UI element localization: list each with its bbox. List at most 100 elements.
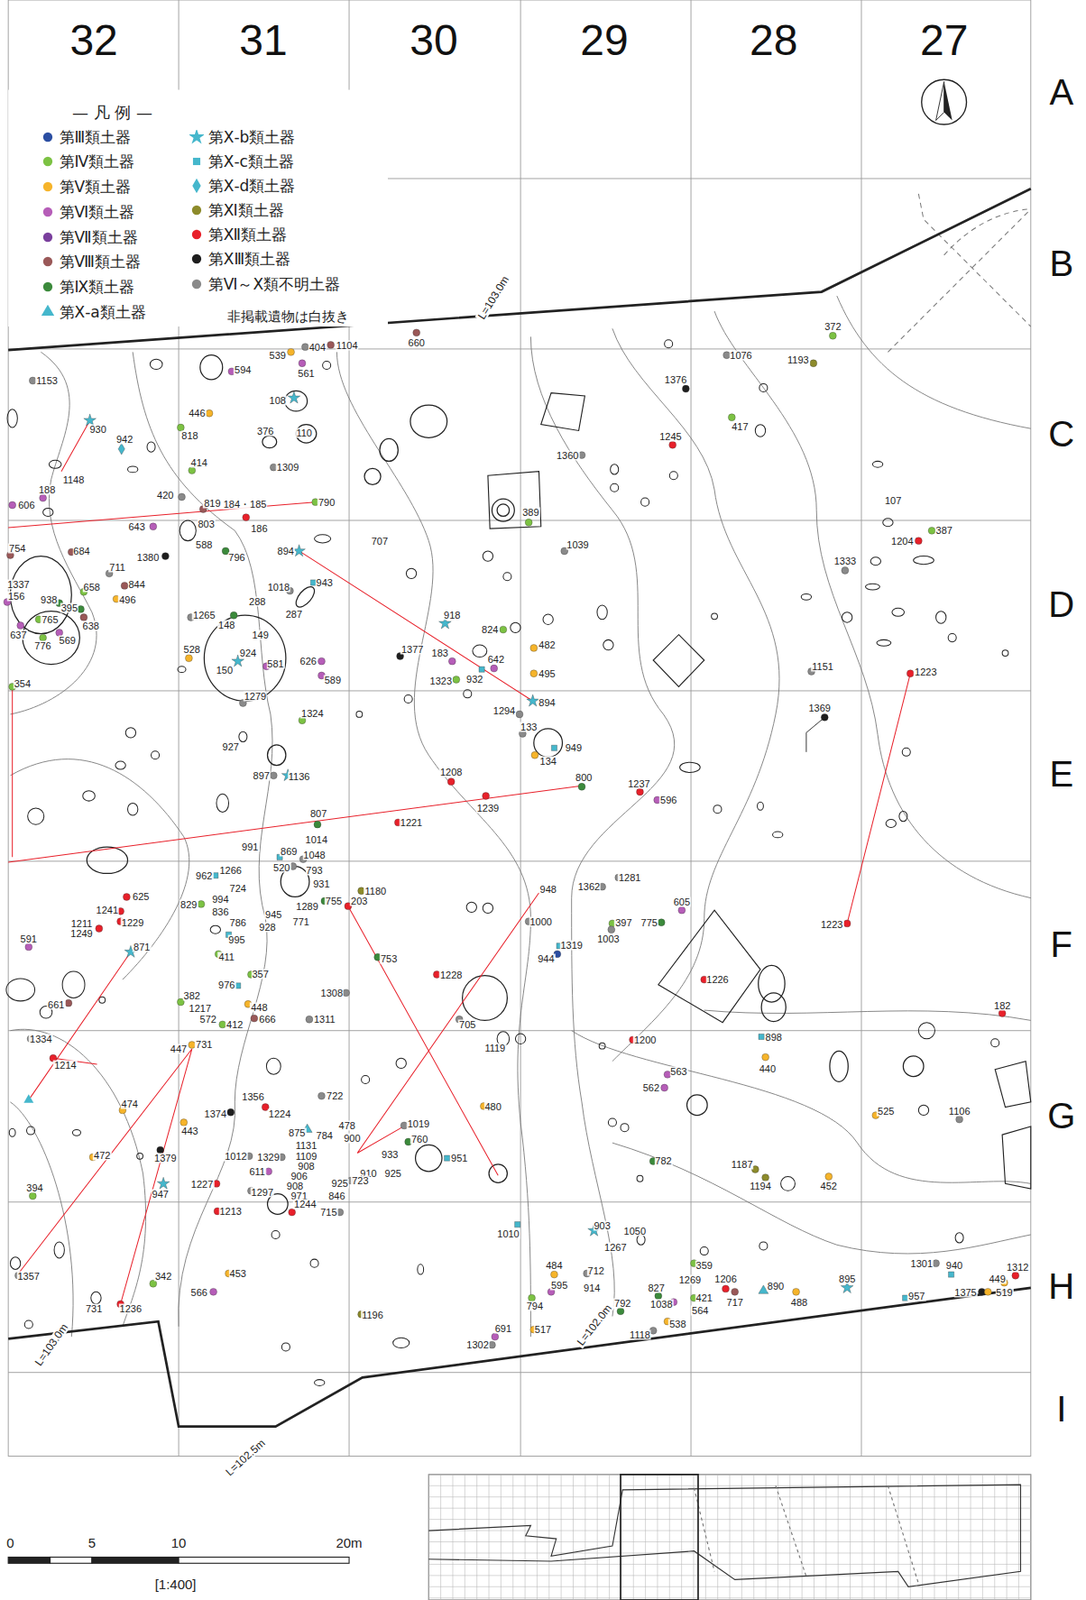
artifact-dot	[448, 657, 456, 665]
artifact-number: 517	[533, 1325, 553, 1335]
inset-grid-line	[597, 1474, 599, 1600]
inset-grid-line	[428, 1541, 1031, 1543]
artifact-number: 1375	[953, 1287, 977, 1298]
artifact-number: 417	[730, 422, 749, 433]
artifact-number: 890	[766, 1280, 785, 1291]
artifact-number: 1294	[492, 705, 516, 716]
artifact-dot	[39, 494, 47, 502]
artifact-number: 1204	[890, 535, 914, 546]
artifact-number: 595	[550, 1279, 569, 1290]
artifact-number: 731	[194, 1039, 213, 1050]
artifact-number: 995	[227, 935, 246, 946]
pit-outline	[210, 925, 221, 934]
artifact-number: 414	[190, 457, 209, 468]
artifact-dot	[530, 644, 538, 652]
artifact-dot	[122, 893, 130, 902]
pit-outline	[6, 978, 36, 1002]
inset-grid-line	[572, 1474, 574, 1600]
pit-outline	[27, 1126, 36, 1135]
inset-grid-line	[524, 1474, 526, 1600]
artifact-number: 1329	[256, 1152, 280, 1163]
inset-grid-line	[874, 1474, 875, 1600]
artifact-number: 389	[521, 507, 540, 518]
artifact-number: 818	[180, 431, 199, 442]
artifact-dot	[118, 443, 125, 455]
pit-outline	[128, 466, 139, 473]
artifact-dot	[984, 1288, 992, 1296]
scale-segment	[178, 1556, 350, 1564]
site-boundary	[8, 1288, 1031, 1427]
legend-swatch	[40, 230, 56, 245]
artifact-dot	[727, 414, 736, 422]
artifact-number: 957	[907, 1291, 926, 1302]
artifact-number: 287	[285, 609, 304, 620]
scale-segment	[50, 1556, 93, 1564]
legend-symbol	[192, 205, 202, 215]
artifact-number: 1309	[276, 462, 300, 473]
pit-outline	[463, 690, 472, 699]
pit-outline	[417, 1264, 424, 1275]
inset-grid-line	[849, 1474, 851, 1600]
artifact-number: 589	[323, 674, 342, 685]
artifact-number: 711	[108, 562, 127, 573]
artifact-dot	[205, 409, 213, 417]
inset-grid-line	[428, 1518, 1031, 1520]
artifact-dot	[491, 1333, 499, 1341]
artifact-number: 1194	[748, 1180, 773, 1191]
artifact-number: 1301	[910, 1258, 934, 1269]
artifact-dot	[9, 501, 17, 509]
pit-outline	[947, 634, 957, 643]
artifact-dot	[298, 359, 306, 368]
artifact-number: 149	[250, 629, 269, 640]
inset-grid-line	[428, 1474, 430, 1600]
refit-lines	[8, 420, 911, 1305]
pit-outline	[496, 504, 510, 517]
pit-outline	[314, 1380, 325, 1387]
legend-swatch	[40, 204, 56, 220]
pit-outline	[543, 614, 553, 625]
artifact-number: 803	[196, 518, 215, 529]
pit-outline	[610, 464, 619, 475]
legend-symbol	[43, 231, 53, 241]
artifact-dot	[28, 1192, 37, 1200]
artifact-number: 731	[84, 1303, 103, 1314]
artifact-number: 900	[342, 1132, 361, 1143]
pit-outline	[503, 572, 512, 581]
artifact-number: 562	[642, 1083, 661, 1094]
artifact-number: 563	[669, 1067, 688, 1077]
artifact-number: 951	[450, 1153, 469, 1164]
pit-outline	[761, 993, 786, 1022]
artifact-dot	[681, 385, 690, 393]
artifact-dot	[531, 751, 539, 759]
artifact-number: 712	[587, 1265, 606, 1276]
artifact-number: 1223	[819, 920, 844, 930]
artifact-number: 1289	[294, 901, 319, 912]
artifact-number: 591	[19, 934, 38, 945]
artifact-number: 722	[325, 1091, 344, 1102]
artifact-number: 894	[276, 546, 295, 557]
pit-outline	[216, 793, 230, 812]
inset-highlight	[620, 1474, 699, 1600]
inset-grid-line	[608, 1474, 610, 1600]
inset-grid-line	[729, 1474, 731, 1600]
location-inset	[428, 1474, 1031, 1600]
map-frame	[8, 0, 1031, 1456]
artifact-number: 819	[202, 497, 221, 508]
inset-grid-line	[692, 1474, 694, 1600]
artifact-number: 588	[194, 540, 213, 551]
pit-outline	[151, 751, 160, 760]
artifact-number: 447	[169, 1044, 188, 1055]
artifact-number: 796	[227, 552, 246, 562]
artifact-number: 925	[384, 1168, 403, 1179]
legend-text: 第Ⅻ類土器	[208, 227, 287, 243]
inset-grid-line	[644, 1474, 646, 1600]
artifact-number: 897	[252, 771, 271, 782]
artifact-dot	[843, 920, 851, 928]
inset-grid-line	[717, 1474, 718, 1600]
scale-label: 10	[171, 1535, 187, 1549]
legend-swatch-shape	[40, 254, 56, 269]
artifact-number: 928	[257, 921, 277, 932]
contour-line	[571, 1030, 1031, 1185]
artifact-number: 1312	[1005, 1262, 1030, 1273]
artifact-number: 942	[115, 433, 134, 444]
